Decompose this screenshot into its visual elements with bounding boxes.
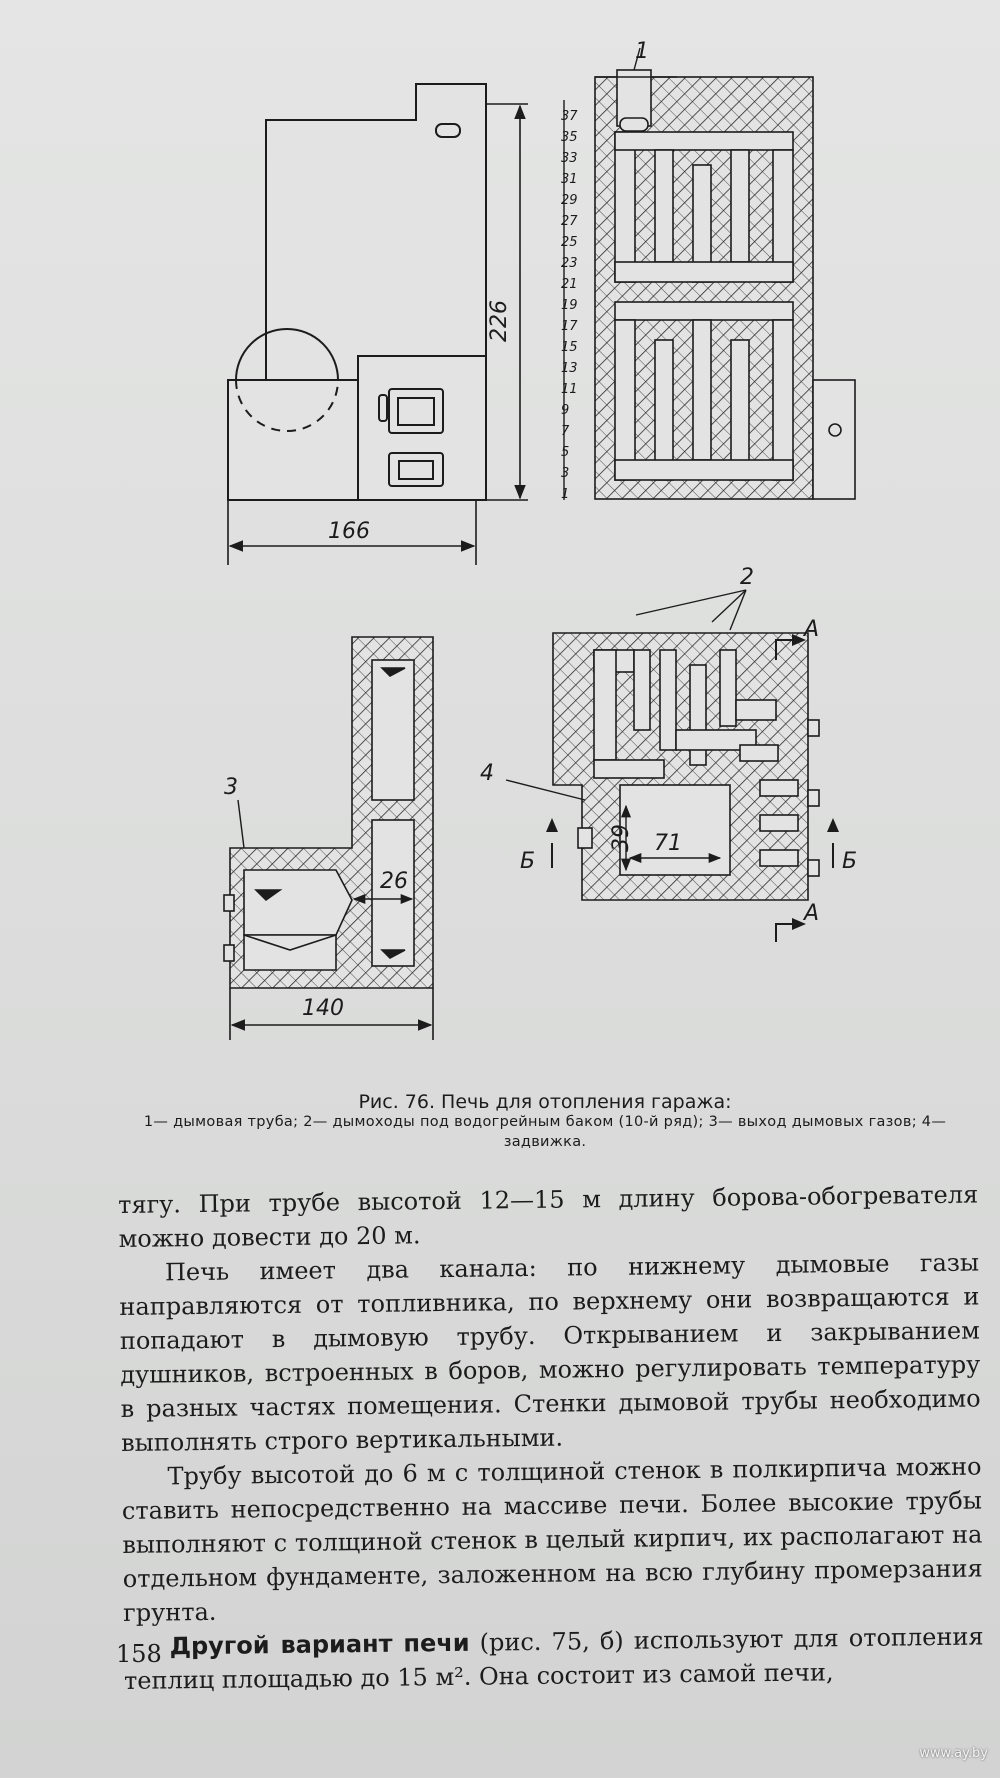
section-b-left: Б [520, 849, 535, 874]
row-numbers: 37 35 33 31 29 27 25 23 21 19 17 15 13 1… [561, 109, 578, 502]
row-37: 37 [561, 109, 578, 124]
dimension-140 [229, 988, 434, 1040]
dim-71-label: 71 [654, 831, 682, 856]
row-21: 21 [561, 277, 578, 292]
dimension-166 [227, 500, 477, 565]
paragraph-4-bold: Другой вариант печи [169, 1628, 470, 1661]
row-27: 27 [561, 214, 578, 229]
row-1: 1 [561, 487, 569, 502]
row-23: 23 [561, 256, 578, 271]
dim-26-label: 26 [380, 869, 408, 894]
dim-166-label: 166 [328, 519, 370, 544]
caption-title: Рис. 76. Печь для отопления гаража: [358, 1091, 732, 1113]
vertical-section [594, 69, 856, 500]
callout-1: 1 [635, 39, 649, 64]
row-25: 25 [561, 235, 578, 250]
callout-2: 2 [740, 565, 754, 590]
paragraph-2: Печь имеет два канала: по нижнему дымовы… [119, 1248, 981, 1457]
row-11: 11 [561, 382, 578, 397]
section-b-right: Б [842, 849, 857, 874]
row-29: 29 [561, 193, 578, 208]
plan-left [223, 636, 434, 989]
plan-right [552, 632, 820, 901]
page-number: 158 [116, 1640, 162, 1668]
dim-226-label: 226 [487, 300, 512, 342]
row-7: 7 [561, 424, 570, 439]
dim-39-label: 39 [609, 824, 634, 852]
row-35: 35 [561, 130, 578, 145]
watermark: www.ay.by [919, 1746, 988, 1761]
caption-legend: 1— дымовая труба; 2— дымоходы под водогр… [143, 1114, 947, 1150]
dim-140-label: 140 [302, 996, 344, 1021]
row-13: 13 [561, 361, 578, 376]
figure-caption: Рис. 76. Печь для отопления гаража: 1— д… [130, 1092, 960, 1152]
row-17: 17 [561, 319, 578, 334]
row-19: 19 [561, 298, 578, 313]
row-33: 33 [561, 151, 578, 166]
row-9: 9 [561, 403, 569, 418]
dimension-71 [620, 804, 722, 872]
callout-4: 4 [480, 761, 494, 786]
paragraph-3: Трубу высотой до 6 м с толщиной стенок в… [121, 1452, 983, 1627]
paragraph-1: тягу. При трубе высотой 12—15 м длину бо… [118, 1180, 979, 1253]
row-3: 3 [561, 466, 569, 481]
section-a-top: А [802, 617, 819, 642]
paragraph-4: Другой вариант печи (рис. 75, б) использ… [123, 1619, 984, 1698]
row-5: 5 [561, 445, 569, 460]
section-a-bottom: А [802, 901, 819, 926]
dimension-226 [486, 103, 528, 501]
front-elevation [227, 83, 487, 501]
stove-drawings: 226 166 37 35 33 31 [223, 39, 857, 1040]
row-31: 31 [561, 172, 578, 187]
row-15: 15 [561, 340, 578, 355]
body-text: тягу. При трубе высотой 12—15 м длину бо… [118, 1177, 984, 1697]
callout-3: 3 [224, 775, 238, 800]
